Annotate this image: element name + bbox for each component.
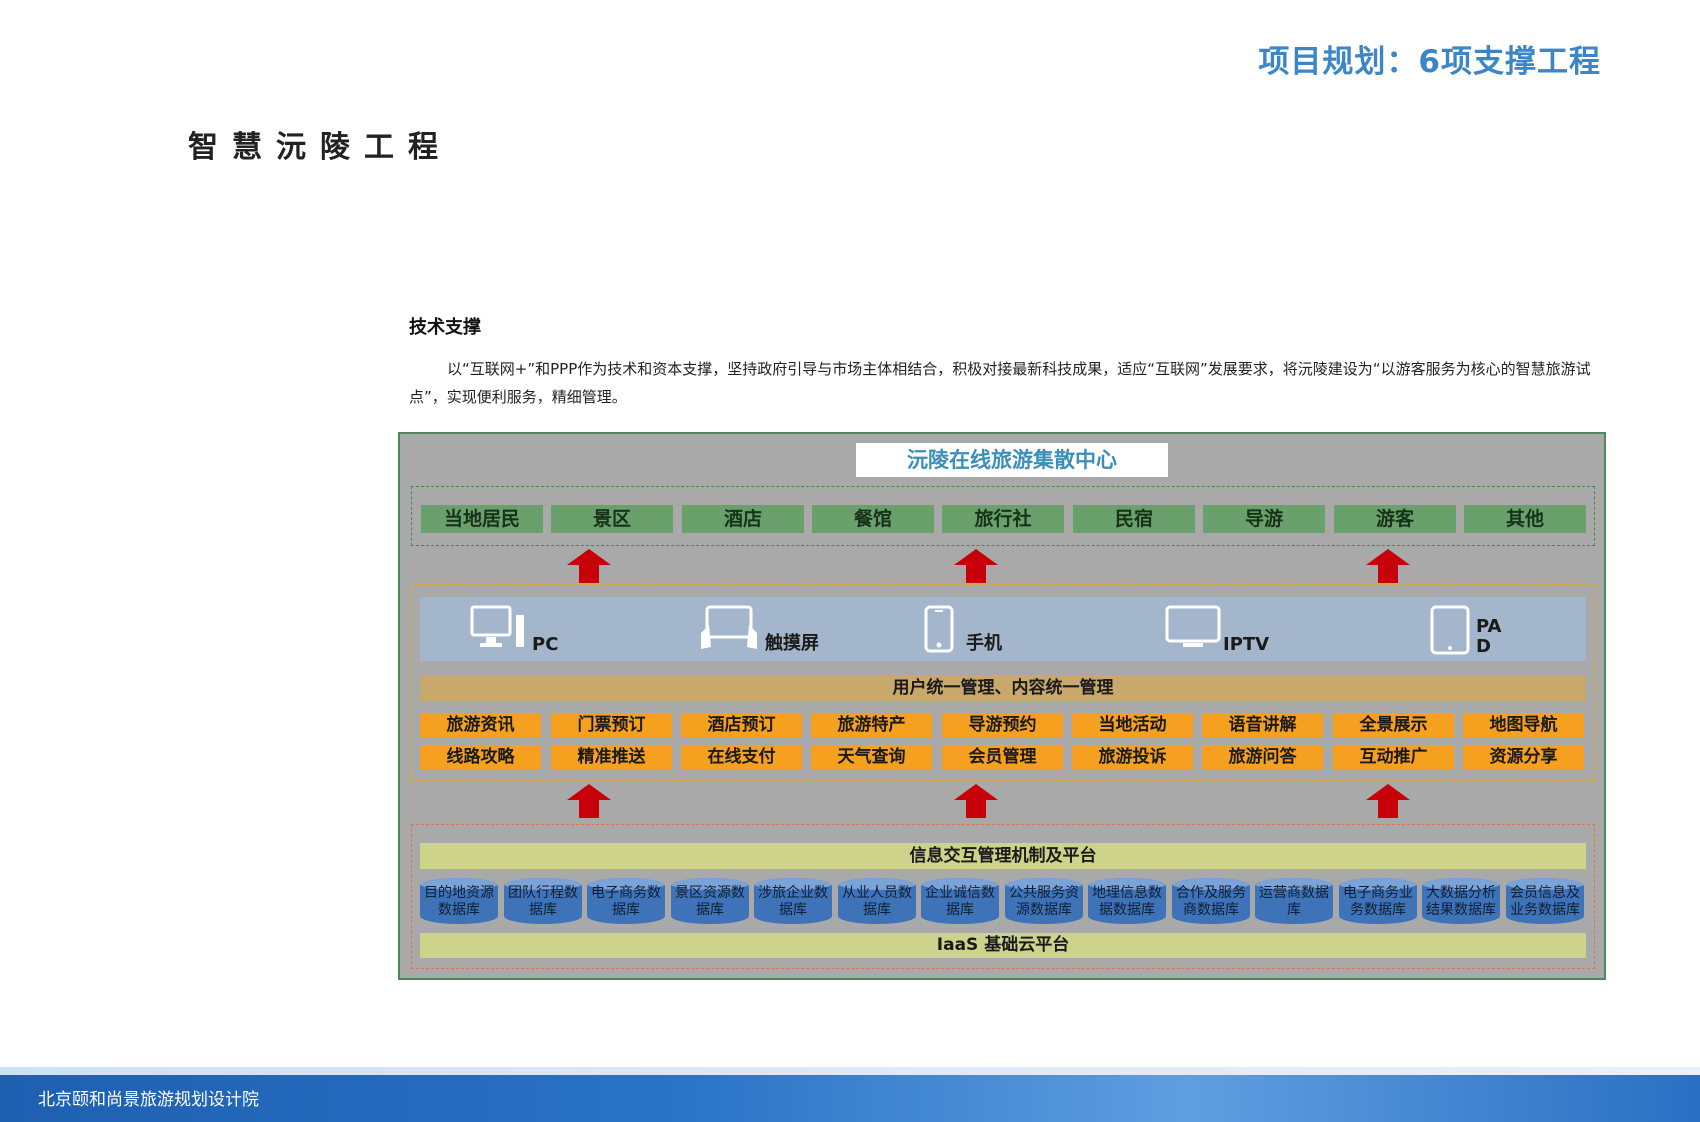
- device-label: PC: [532, 634, 559, 655]
- database-cylinder: 涉旅企业数据库: [754, 878, 832, 924]
- database-cylinder: 合作及服务商数据库: [1172, 878, 1250, 924]
- up-arrow-icon: [954, 784, 998, 818]
- architecture-diagram: 沅陵在线旅游集散中心 当地居民 景区 酒店 餐馆 旅行社 民宿 导游 游客 其他…: [398, 432, 1606, 980]
- stakeholder-item: 当地居民: [421, 505, 543, 533]
- application-layer: PC 触摸屏 手机: [411, 584, 1595, 781]
- service-item: 天气查询: [811, 745, 932, 770]
- center-title: 沅陵在线旅游集散中心: [856, 443, 1168, 477]
- desktop-pc-icon: [470, 605, 524, 647]
- device-label: IPTV: [1223, 634, 1270, 655]
- database-label: 团队行程数据库: [508, 885, 578, 918]
- stakeholder-group: 当地居民 景区 酒店 餐馆 旅行社 民宿 导游 游客 其他: [411, 486, 1595, 546]
- device-pad: PAD: [1430, 605, 1520, 657]
- stakeholder-item: 其他: [1464, 505, 1586, 533]
- database-label: 涉旅企业数据库: [758, 885, 828, 918]
- service-item: 会员管理: [942, 745, 1063, 770]
- database-label: 大数据分析结果数据库: [1426, 885, 1496, 918]
- service-item: 线路攻略: [420, 745, 541, 770]
- service-item: 门票预订: [551, 713, 672, 738]
- stakeholder-item: 景区: [551, 505, 673, 533]
- service-item: 语音讲解: [1202, 713, 1323, 738]
- stakeholder-item: 酒店: [682, 505, 804, 533]
- service-item: 旅游资讯: [420, 713, 541, 738]
- database-label: 电子商务数据库: [591, 885, 661, 918]
- database-cylinder: 目的地资源数据库: [420, 878, 498, 924]
- database-cylinder: 从业人员数据库: [838, 878, 916, 924]
- database-cylinder: 会员信息及业务数据库: [1506, 878, 1584, 924]
- database-label: 从业人员数据库: [842, 885, 912, 918]
- database-label: 运营商数据库: [1259, 885, 1329, 918]
- stakeholder-item: 导游: [1203, 505, 1325, 533]
- database-label: 地理信息数据数据库: [1092, 885, 1162, 918]
- page-title: 项目规划：6项支撑工程: [1258, 44, 1601, 80]
- device-label: 手机: [966, 633, 1002, 654]
- service-item: 酒店预订: [681, 713, 802, 738]
- tv-monitor-icon: [1165, 605, 1221, 647]
- database-label: 目的地资源数据库: [424, 885, 494, 918]
- data-layer: 信息交互管理机制及平台 目的地资源数据库 团队行程数据库 电子商务数据库 景区资…: [411, 824, 1595, 969]
- up-arrow-icon: [1366, 549, 1410, 583]
- database-label: 景区资源数据库: [675, 885, 745, 918]
- service-item: 资源分享: [1463, 745, 1584, 770]
- service-item: 互动推广: [1333, 745, 1454, 770]
- database-label: 电子商务业务数据库: [1343, 885, 1413, 918]
- sub-heading: 技术支撑: [409, 317, 481, 338]
- database-cylinder: 团队行程数据库: [504, 878, 582, 924]
- database-cylinder: 运营商数据库: [1255, 878, 1333, 924]
- database-label: 企业诚信数据库: [925, 885, 995, 918]
- service-item: 导游预约: [942, 713, 1063, 738]
- database-cylinder: 景区资源数据库: [671, 878, 749, 924]
- mobile-phone-icon: [924, 605, 954, 653]
- device-label: PAD: [1476, 616, 1502, 657]
- service-item: 旅游问答: [1202, 745, 1323, 770]
- footer-band: 北京颐和尚景旅游规划设计院: [0, 1067, 1700, 1122]
- tablet-icon: [1430, 605, 1470, 655]
- database-label: 合作及服务商数据库: [1176, 885, 1246, 918]
- device-band: PC 触摸屏 手机: [420, 597, 1586, 661]
- up-arrow-icon: [954, 549, 998, 583]
- database-cylinder: 公共服务资源数据库: [1005, 878, 1083, 924]
- stakeholder-item: 旅行社: [942, 505, 1064, 533]
- footer-text: 北京颐和尚景旅游规划设计院: [38, 1090, 259, 1110]
- intro-paragraph: 以“互联网+”和PPP作为技术和资本支撑，坚持政府引导与市场主体相结合，积极对接…: [409, 360, 1591, 406]
- service-item: 全景展示: [1333, 713, 1454, 738]
- database-cylinder: 大数据分析结果数据库: [1422, 878, 1500, 924]
- database-label: 会员信息及业务数据库: [1510, 885, 1580, 918]
- device-touchscreen: 触摸屏: [697, 605, 837, 657]
- database-cylinder: 电子商务业务数据库: [1339, 878, 1417, 924]
- service-item: 地图导航: [1463, 713, 1584, 738]
- info-platform-bar: 信息交互管理机制及平台: [420, 843, 1586, 869]
- database-cylinder: 地理信息数据数据库: [1088, 878, 1166, 924]
- service-item: 旅游特产: [811, 713, 932, 738]
- stakeholder-item: 游客: [1334, 505, 1456, 533]
- touchscreen-icon: [701, 605, 757, 649]
- stakeholder-item: 餐馆: [812, 505, 934, 533]
- iaas-platform-bar: IaaS 基础云平台: [420, 933, 1586, 958]
- device-iptv: IPTV: [1165, 605, 1295, 657]
- up-arrow-icon: [567, 549, 611, 583]
- database-cylinder: 企业诚信数据库: [921, 878, 999, 924]
- database-label: 公共服务资源数据库: [1009, 885, 1079, 918]
- stakeholder-item: 民宿: [1073, 505, 1195, 533]
- device-mobile: 手机: [924, 605, 1034, 657]
- device-label: 触摸屏: [765, 633, 819, 654]
- management-bar: 用户统一管理、内容统一管理: [420, 675, 1586, 701]
- service-item: 当地活动: [1072, 713, 1193, 738]
- database-cylinder: 电子商务数据库: [587, 878, 665, 924]
- up-arrow-icon: [567, 784, 611, 818]
- service-item: 在线支付: [681, 745, 802, 770]
- up-arrow-icon: [1366, 784, 1410, 818]
- service-item: 旅游投诉: [1072, 745, 1193, 770]
- section-title: 智慧沅陵工程: [188, 130, 452, 165]
- device-pc: PC: [470, 605, 580, 657]
- service-item: 精准推送: [551, 745, 672, 770]
